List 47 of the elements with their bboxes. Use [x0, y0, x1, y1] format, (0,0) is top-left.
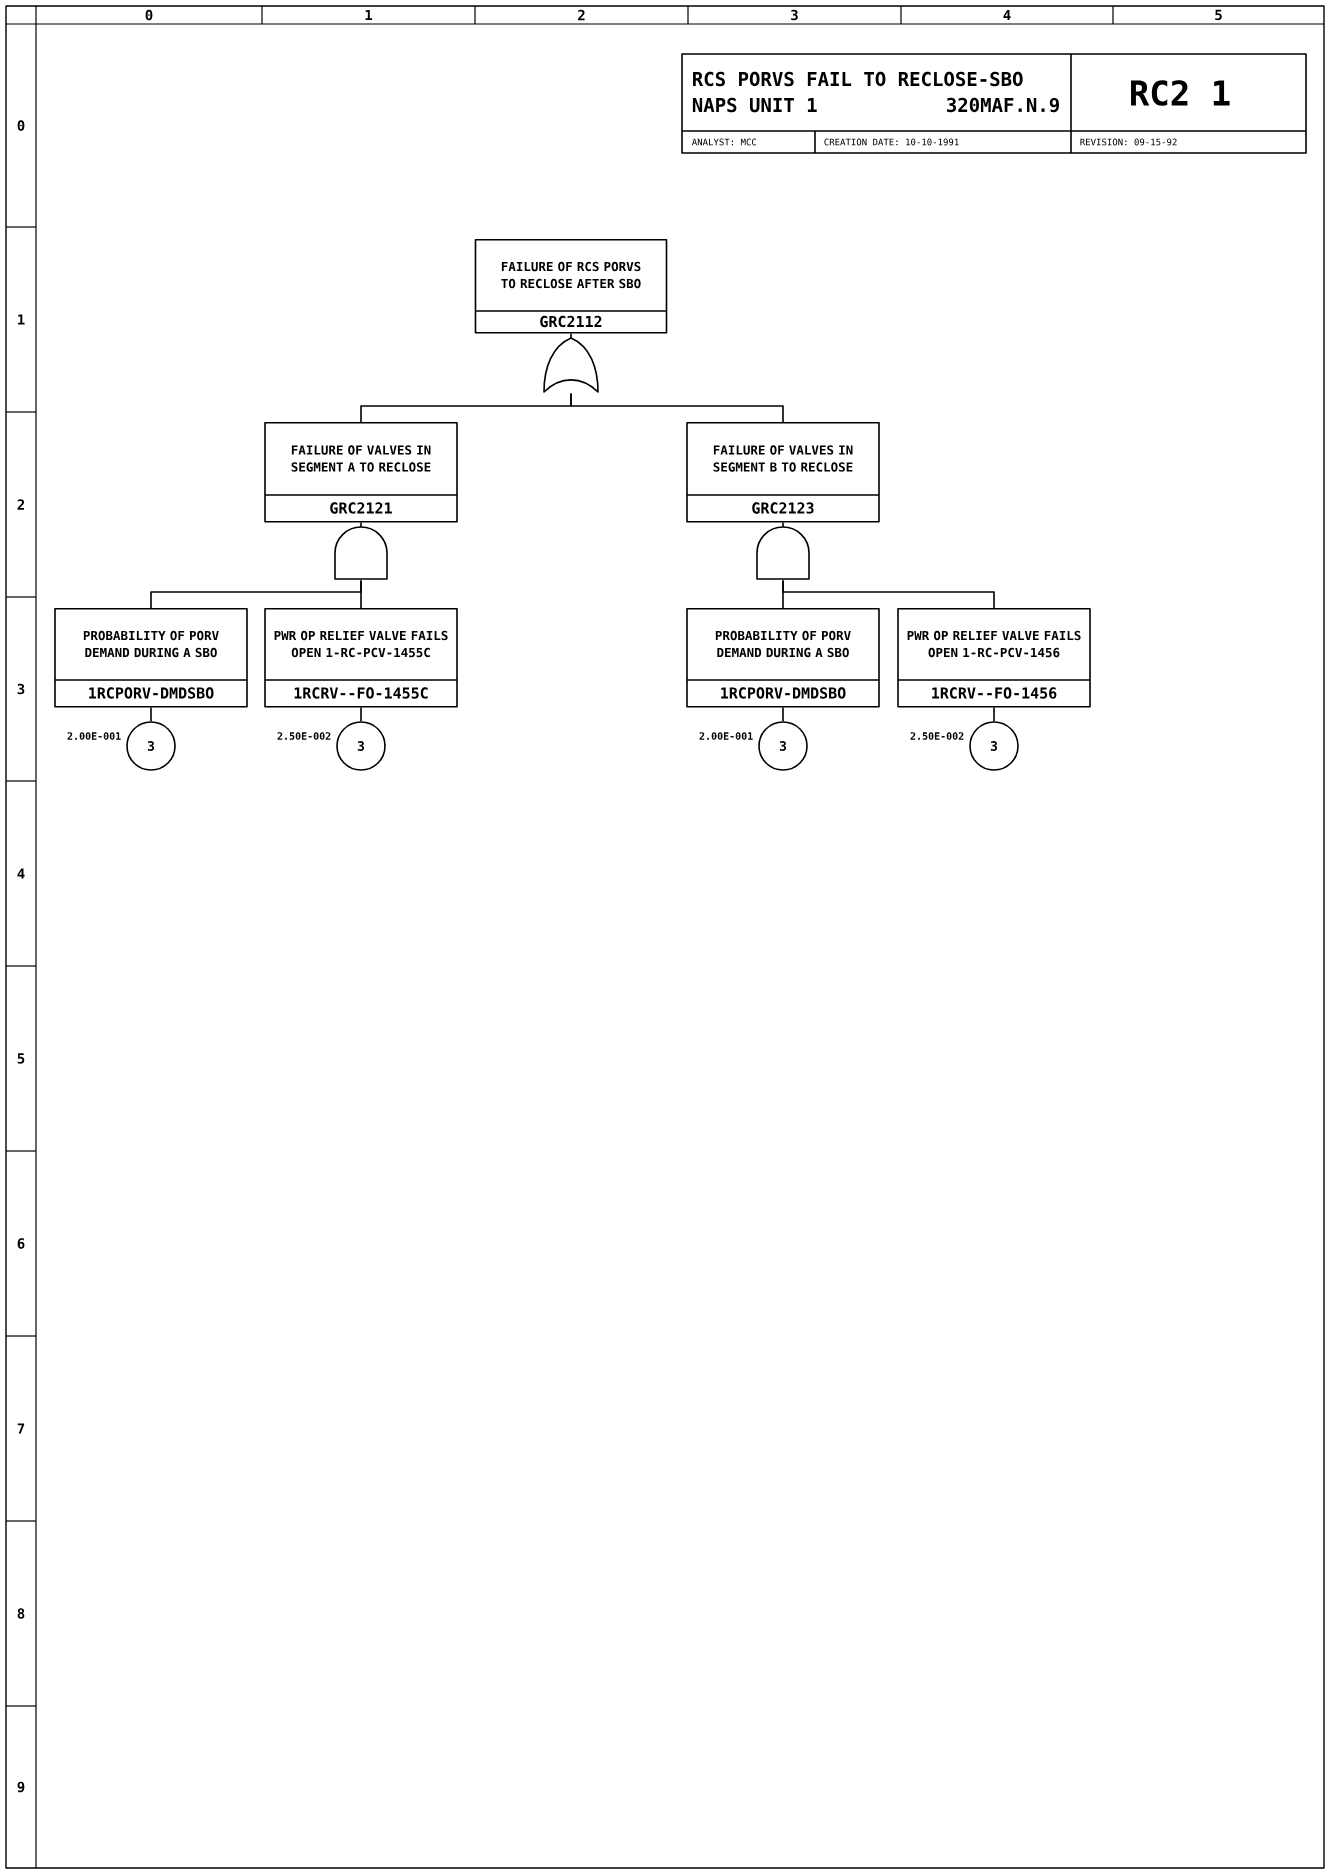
title-text: 320MAF.N.9	[947, 97, 1059, 113]
connector-line	[150, 706, 152, 722]
column-number: 0	[145, 9, 153, 21]
connector-line	[360, 706, 362, 722]
column-number: 4	[1003, 9, 1011, 21]
title-text: NAPS UNIT 1	[692, 97, 817, 113]
row-number: 9	[17, 1781, 25, 1793]
row-number: 8	[17, 1608, 25, 1619]
column-number: 3	[791, 9, 798, 21]
and-gate	[334, 526, 388, 580]
column-number: 2	[578, 9, 585, 21]
revision-text: REVISION: 09-15-92	[1080, 138, 1177, 146]
connector-line	[570, 392, 784, 423]
event-box: PWR OP RELIEF VALVE FAILS OPEN 1-RC-PCV-1455C 1RCRV--FO-1455C	[264, 608, 458, 708]
row-number: 3	[17, 683, 25, 695]
connector-line	[782, 579, 995, 609]
column-number: 5	[1215, 9, 1222, 21]
column-number: 1	[365, 9, 373, 21]
row-number: 4	[17, 868, 25, 879]
connector-line	[993, 706, 995, 722]
row-number: 5	[17, 1053, 25, 1064]
probability-value: 2.50E-002	[910, 732, 964, 740]
date-text: CREATION DATE: 10-10-1991	[824, 138, 959, 146]
analyst-text: ANALYST: MCC	[691, 138, 757, 146]
title-text: RCS PORVS FAIL TO RECLOSE-SBO	[693, 71, 1023, 87]
connector-line	[360, 579, 362, 609]
connector-line	[782, 706, 784, 722]
event-box: PWR OP RELIEF VALVE FAILS OPEN 1-RC-PCV-1456 1RCRV--FO-1456	[897, 608, 1091, 708]
event-box: FAILURE OF VALVES IN SEGMENT B TO RECLOSE GRC2123	[686, 422, 880, 523]
probability-value: 2.50E-002	[277, 732, 331, 740]
and-gate	[756, 526, 810, 580]
row-number: 2	[17, 499, 25, 510]
event-box: FAILURE OF VALVES IN SEGMENT A TO RECLOSE GRC2121	[264, 422, 458, 523]
event-box: FAILURE OF RCS PORVS TO RECLOSE AFTER SBO GRC2112	[474, 239, 668, 334]
event-box: PROBABILITY OF PORV DEMAND DURING A SBO 1RCPORV-DMDSBO	[686, 608, 880, 708]
probability-value: 2.00E-001	[699, 732, 753, 740]
connector-line	[570, 332, 572, 339]
or-gate	[543, 337, 599, 393]
probability-value: 2.00E-001	[67, 732, 121, 740]
row-number: 6	[17, 1238, 25, 1249]
sheet-id: RC2 1	[1131, 80, 1230, 106]
event-box: PROBABILITY OF PORV DEMAND DURING A SBO 1RCPORV-DMDSBO	[54, 608, 248, 708]
row-number: 7	[17, 1423, 25, 1434]
connector-line	[360, 521, 362, 528]
row-number: 0	[17, 120, 25, 131]
row-number: 1	[18, 314, 25, 325]
connector-line	[782, 521, 784, 528]
